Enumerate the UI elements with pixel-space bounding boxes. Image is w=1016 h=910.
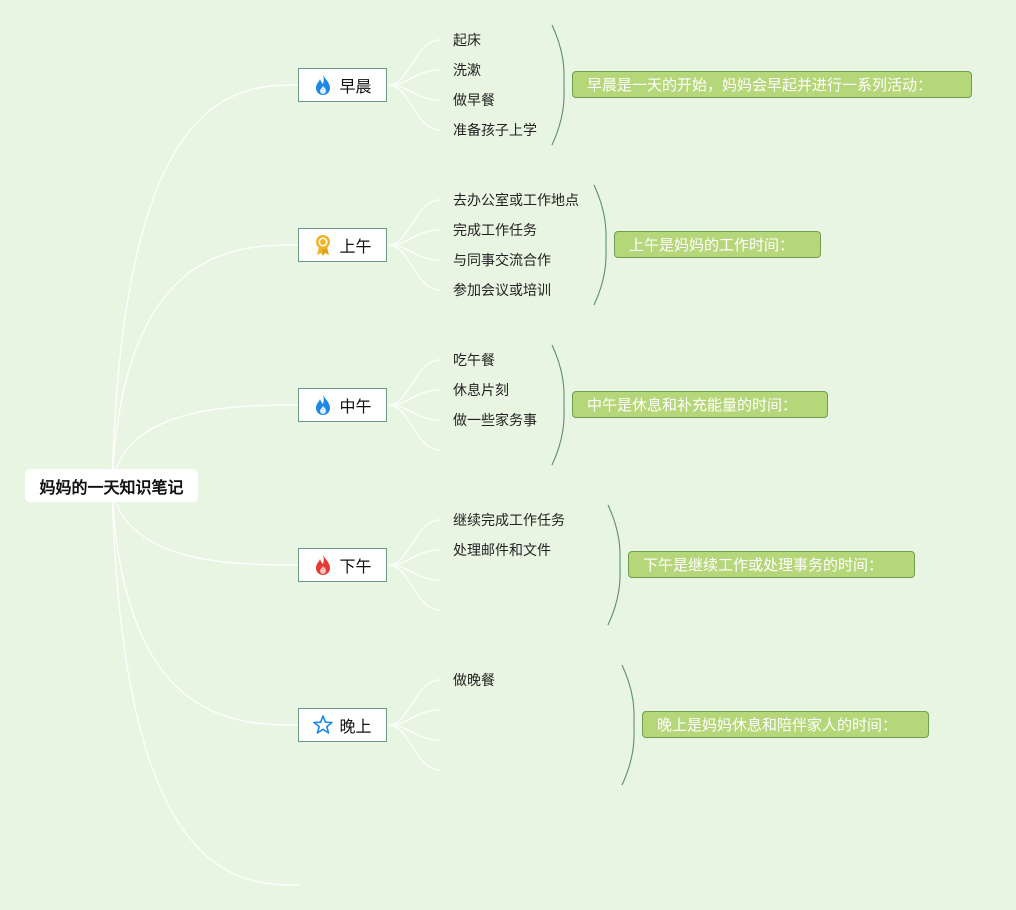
root-connector-line xyxy=(111,244,299,487)
summary-bracket xyxy=(551,344,565,466)
root-connector-line xyxy=(111,84,299,487)
leaf-item[interactable]: 休息片刻 xyxy=(453,383,509,399)
leaf-connector-line xyxy=(387,359,441,406)
leaf-connector-line xyxy=(387,724,441,771)
root-connector-line xyxy=(111,485,299,726)
leaf-item[interactable]: 参加会议或培训 xyxy=(453,283,551,299)
branch-noon[interactable]: 中午 xyxy=(298,388,387,422)
branch-afternoon[interactable]: 下午 xyxy=(298,548,387,582)
summary-callout[interactable]: 早晨是一天的开始，妈妈会早起并进行一系列活动： xyxy=(572,71,972,98)
leaf-item[interactable]: 起床 xyxy=(453,33,481,49)
leaf-item[interactable]: 去办公室或工作地点 xyxy=(453,193,579,209)
leaf-connector-line xyxy=(387,549,441,566)
flame-icon xyxy=(313,554,333,576)
leaf-item[interactable]: 洗漱 xyxy=(453,63,481,79)
flame-icon xyxy=(313,74,333,96)
leaf-connector-line xyxy=(387,199,441,246)
summary-bracket xyxy=(621,664,635,786)
leaf-item[interactable]: 处理邮件和文件 xyxy=(453,543,551,559)
summary-bracket xyxy=(607,504,621,626)
leaf-item[interactable]: 准备孩子上学 xyxy=(453,123,537,139)
leaf-connector-line xyxy=(387,244,441,291)
branch-label: 中午 xyxy=(339,397,372,416)
leaf-item[interactable]: 做一些家务事 xyxy=(453,413,537,429)
summary-bracket xyxy=(551,24,565,146)
branch-morning[interactable]: 早晨 xyxy=(298,68,387,102)
summary-callout[interactable]: 晚上是妈妈休息和陪伴家人的时间： xyxy=(642,711,929,738)
summary-text: 晚上是妈妈休息和陪伴家人的时间： xyxy=(657,716,898,734)
summary-callout[interactable]: 下午是继续工作或处理事务的时间： xyxy=(628,551,915,578)
leaf-connector-line xyxy=(387,519,441,566)
branch-label: 晚上 xyxy=(339,717,372,736)
leaf-connector-line xyxy=(387,564,441,611)
leaf-connector-line xyxy=(387,709,441,726)
leaf-connector-line xyxy=(387,39,441,86)
flame-icon xyxy=(313,394,333,416)
leaf-connector-line xyxy=(387,69,441,86)
summary-callout[interactable]: 上午是妈妈的工作时间： xyxy=(614,231,821,258)
summary-text: 早晨是一天的开始，妈妈会早起并进行一系列活动： xyxy=(587,76,933,94)
leaf-connector-line xyxy=(387,229,441,246)
leaf-item[interactable]: 与同事交流合作 xyxy=(453,253,551,269)
summary-text: 中午是休息和补充能量的时间： xyxy=(587,396,798,414)
branch-label: 下午 xyxy=(339,557,372,576)
star-outline-icon xyxy=(313,714,334,736)
summary-text: 上午是妈妈的工作时间： xyxy=(629,236,795,254)
leaf-connector-line xyxy=(387,389,441,406)
leaf-connector-line xyxy=(387,84,441,131)
summary-bracket xyxy=(593,184,607,306)
root-topic-label: 妈妈的一天知识笔记 xyxy=(39,477,184,497)
root-connector-line xyxy=(111,404,299,487)
summary-text: 下午是继续工作或处理事务的时间： xyxy=(643,556,884,574)
leaf-connector-line xyxy=(387,404,441,451)
root-connector-line xyxy=(111,485,301,886)
award-ribbon-icon xyxy=(313,234,333,256)
leaf-item[interactable]: 吃午餐 xyxy=(453,353,495,369)
leaf-item[interactable]: 做早餐 xyxy=(453,93,495,109)
branch-late-morning[interactable]: 上午 xyxy=(298,228,387,262)
summary-callout[interactable]: 中午是休息和补充能量的时间： xyxy=(572,391,828,418)
leaf-item[interactable]: 完成工作任务 xyxy=(453,223,537,239)
root-connector-line xyxy=(111,485,299,566)
leaf-connector-line xyxy=(387,679,441,726)
leaf-item[interactable]: 做晚餐 xyxy=(453,673,495,689)
root-topic[interactable]: 妈妈的一天知识笔记 xyxy=(25,469,198,502)
branch-evening[interactable]: 晚上 xyxy=(298,708,387,742)
branch-label: 上午 xyxy=(339,237,372,256)
leaf-item[interactable]: 继续完成工作任务 xyxy=(453,513,565,529)
branch-label: 早晨 xyxy=(339,77,372,96)
